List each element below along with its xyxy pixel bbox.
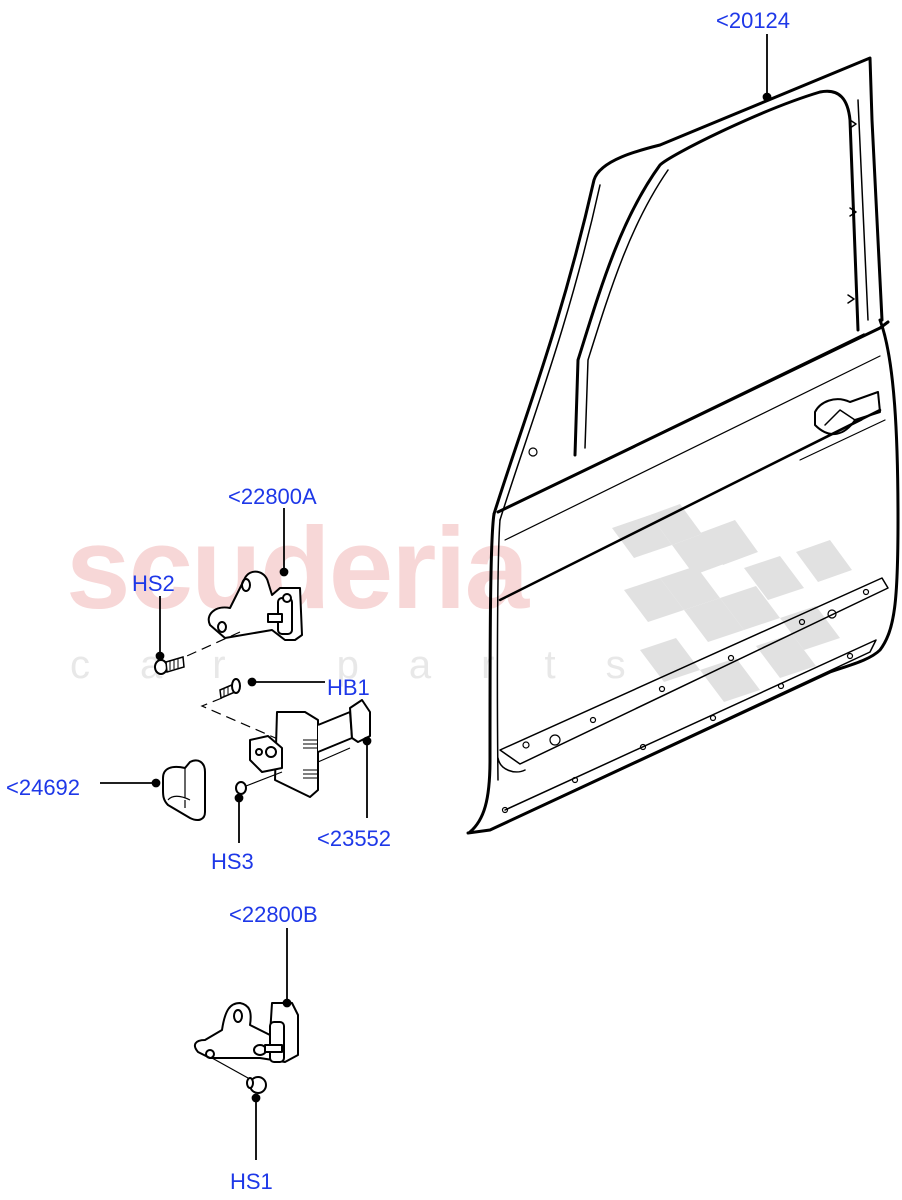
callout-22800a[interactable]: <22800A — [228, 484, 317, 509]
callout-hs1[interactable]: HS1 — [230, 1169, 273, 1194]
hinge-screw-lower[interactable] — [246, 1076, 267, 1094]
callout-20124[interactable]: <20124 — [716, 8, 791, 33]
callout-leaders — [100, 34, 772, 1160]
lower-door-hinge[interactable] — [193, 1002, 299, 1063]
checkered-flag-watermark — [612, 504, 852, 702]
door-check-strap[interactable] — [249, 699, 371, 798]
hinge-screw-upper[interactable] — [154, 656, 185, 675]
check-strap-screw[interactable] — [235, 771, 283, 795]
hb1-assembly-line — [200, 697, 281, 741]
upper-door-hinge[interactable] — [207, 570, 303, 641]
hs1-assembly-line — [211, 1057, 249, 1079]
callout-22800b[interactable]: <22800B — [229, 902, 318, 927]
callout-24692[interactable]: <24692 — [6, 775, 81, 800]
callout-hb1[interactable]: HB1 — [327, 675, 370, 700]
hs2-assembly-line — [177, 631, 241, 661]
callout-hs3[interactable]: HS3 — [211, 849, 254, 874]
callout-23552[interactable]: <23552 — [317, 826, 392, 851]
callout-hs2[interactable]: HS2 — [132, 571, 175, 596]
check-strap-cover[interactable] — [162, 759, 206, 821]
check-strap-bolt[interactable] — [219, 678, 241, 700]
front-door-shell[interactable] — [466, 56, 900, 835]
